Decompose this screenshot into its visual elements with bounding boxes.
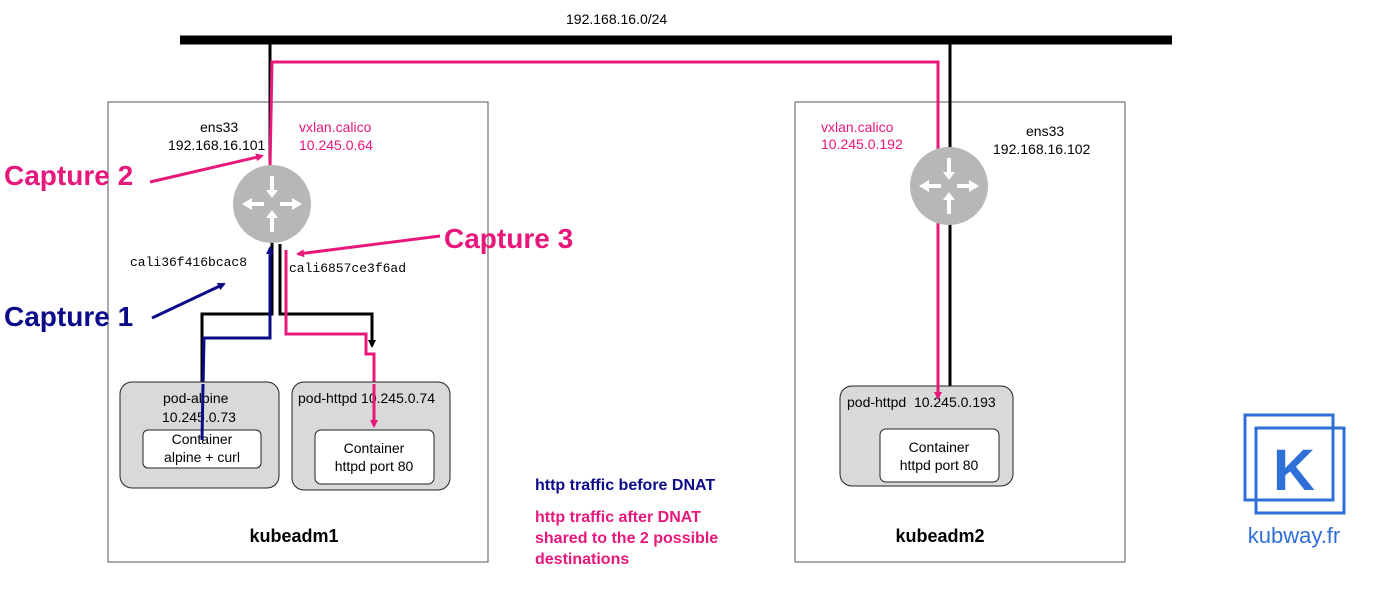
cali-httpd-label: cali6857ce3f6ad: [289, 261, 406, 276]
node2-box: [794, 101, 1126, 563]
node1-ens-ip: 192.168.16.101: [168, 137, 266, 153]
node1-name: kubeadm1: [249, 526, 338, 546]
capture-3-arrow: [296, 234, 441, 258]
node1-vxlan-label: vxlan.calico: [299, 119, 372, 135]
capture-3-label: Capture 3: [444, 223, 573, 254]
pod-httpd-node1-title: pod-httpd 10.245.0.74: [298, 390, 435, 406]
legend-before-dnat: http traffic before DNAT: [535, 477, 715, 494]
pod-alpine-name: pod-alpine: [163, 390, 229, 406]
node1-ens-label: ens33: [200, 119, 238, 135]
capture-1-label: Capture 1: [4, 301, 133, 332]
capture-1-arrow: [151, 282, 226, 320]
container-httpd-node2: [879, 428, 1000, 483]
node2-vxlan-label: vxlan.calico: [821, 119, 894, 135]
container-alpine-line2: alpine + curl: [164, 449, 240, 465]
container-httpd-node1: [314, 429, 435, 485]
veth-alpine-link: [200, 242, 274, 384]
traffic-after-dnat-path-local: [284, 250, 378, 428]
network-label: 192.168.16.0/24: [566, 11, 667, 27]
container-httpd-node2-line1: Container: [909, 439, 970, 455]
pod-httpd-node2-title: pod-httpd 10.245.0.193: [847, 394, 996, 410]
kubway-logo-letter: K: [1273, 438, 1315, 503]
pod-alpine-ip: 10.245.0.73: [162, 409, 236, 425]
container-httpd-node1-line1: Container: [344, 440, 405, 456]
traffic-before-dnat-overlay: [200, 383, 205, 441]
traffic-after-dnat-path-remote: [268, 60, 942, 400]
router-icon: [231, 163, 313, 245]
legend-after-dnat-line3: destinations: [535, 551, 629, 568]
cali-alpine-label: cali36f416bcac8: [130, 255, 247, 270]
node2-vxlan-ip: 10.245.0.192: [821, 136, 903, 152]
legend-after-dnat-line2: shared to the 2 possible: [535, 530, 718, 547]
veth-httpd-link: [278, 244, 376, 348]
capture-2-label: Capture 2: [4, 160, 133, 191]
node2-name: kubeadm2: [895, 526, 984, 546]
node2-ens-ip: 192.168.16.102: [993, 141, 1091, 157]
node1-vxlan-ip: 10.245.0.64: [299, 137, 373, 153]
capture-2-arrow: [149, 153, 264, 184]
router-icon: [908, 145, 990, 227]
kubway-logo: K kubway.fr: [1243, 413, 1346, 548]
node1-box: [107, 101, 489, 563]
container-httpd-node1-line2: httpd port 80: [335, 458, 414, 474]
legend-after-dnat-line1: http traffic after DNAT: [535, 509, 701, 526]
node2-ens-label: ens33: [1026, 123, 1064, 139]
kubway-logo-text: kubway.fr: [1248, 523, 1341, 548]
container-httpd-node2-line2: httpd port 80: [900, 457, 979, 473]
